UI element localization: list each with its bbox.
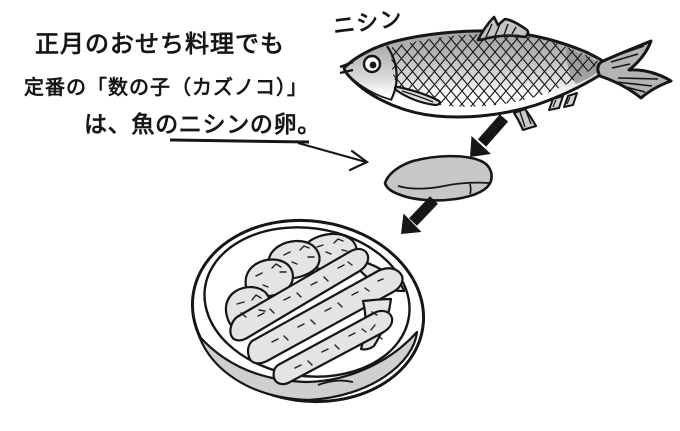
arrow-roe-to-bowl <box>401 196 438 234</box>
caption-line-1: 正月のおせち料理でも <box>35 30 285 58</box>
fish-label: ニシン <box>332 7 405 40</box>
pelvic-fin <box>512 107 538 132</box>
roe-texture-marks <box>236 238 384 369</box>
tail-fin <box>596 39 673 100</box>
fish-pupil <box>369 61 377 69</box>
gill-line <box>386 45 398 101</box>
underline <box>169 138 310 144</box>
anal-fins <box>548 92 578 111</box>
bowl-foot-line <box>317 379 354 386</box>
dorsal-fin <box>476 15 530 42</box>
explanatory-caption: 正月のおせち料理でも 定番の「数の子（カズノコ）」 は、魚のニシンの卵。 <box>24 30 370 172</box>
fish-eye <box>362 54 382 74</box>
roe-sac <box>383 154 493 202</box>
herring-fish-illustration: ニシン <box>332 7 673 132</box>
pointer-arrowhead-icon <box>348 149 370 172</box>
cheek-line <box>347 74 393 101</box>
kazunoko-bowl-illustration <box>190 218 426 404</box>
pointer-arrow <box>297 141 370 172</box>
arrow-fish-to-roe <box>470 114 509 157</box>
kazunoko-pieces <box>224 232 406 386</box>
arrowhead-icon <box>401 213 422 234</box>
caption-line-2: 定番の「数の子（カズノコ）」 <box>24 75 308 99</box>
fish-scales-pattern <box>391 33 600 107</box>
mouth <box>339 60 354 75</box>
bowl-base <box>197 330 419 402</box>
caption-line-3: は、魚のニシンの卵。 <box>84 111 321 138</box>
arrowhead-icon <box>470 136 491 157</box>
roe-sac-illustration <box>383 154 493 202</box>
roe-crease-line <box>397 181 490 195</box>
